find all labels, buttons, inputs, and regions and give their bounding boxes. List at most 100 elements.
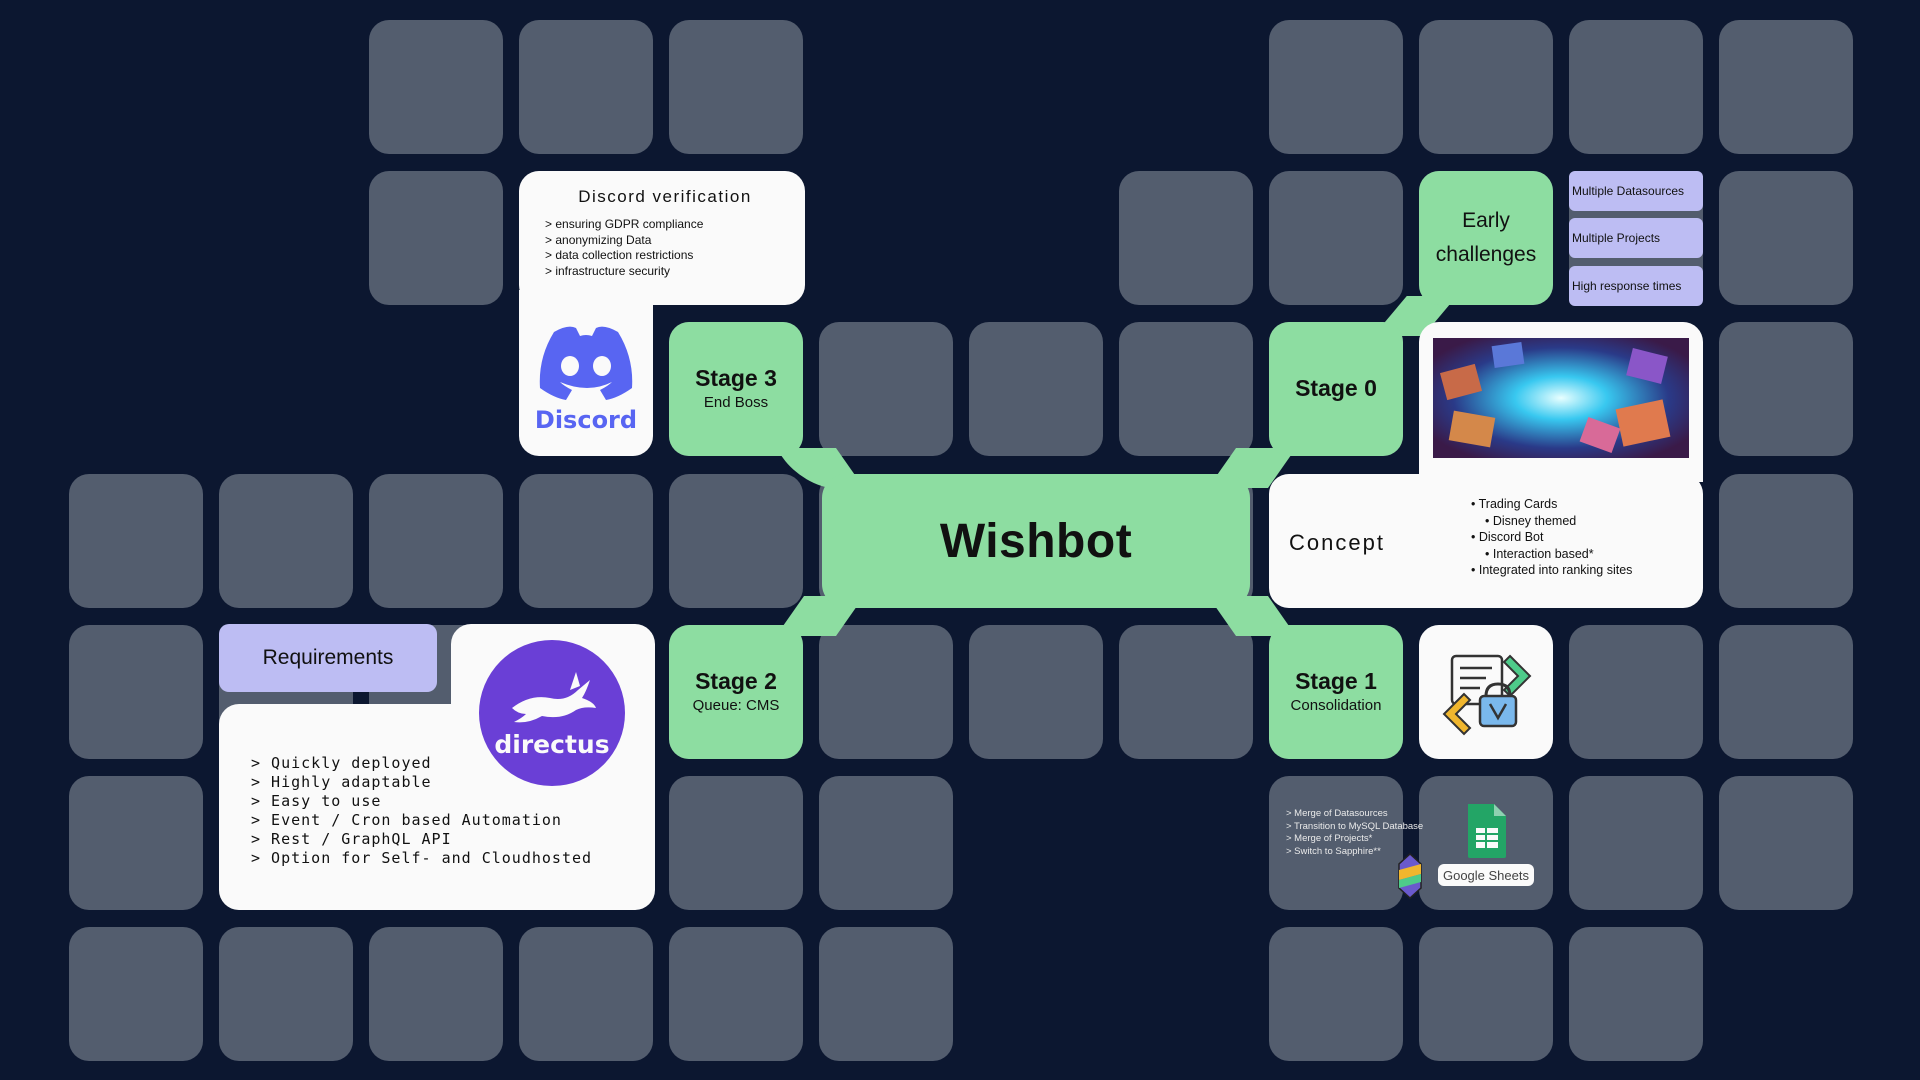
discord-verification-title: Discord verification	[578, 187, 752, 206]
stage2-title: Stage 2	[695, 667, 777, 694]
wishbot-hub: Wishbot	[822, 474, 1250, 608]
google-sheets-icon	[1468, 804, 1506, 858]
grid-tile	[1719, 20, 1853, 154]
grid-tile	[519, 20, 653, 154]
list-item: > Option for Self- and Cloudhosted	[251, 849, 593, 867]
grid-tile	[69, 474, 203, 608]
grid-tile	[1569, 776, 1703, 910]
challenge-item-3: High response times	[1569, 266, 1703, 306]
grid-tile	[1119, 171, 1253, 305]
list-item: > Merge of Datasources	[1286, 808, 1388, 819]
list-item: > Quickly deployed	[251, 754, 432, 772]
grid-tile	[1269, 171, 1403, 305]
grid-tile	[669, 20, 803, 154]
early-challenges-title-line2: challenges	[1435, 243, 1537, 266]
grid-tile	[69, 625, 203, 759]
list-item: • Discord Bot	[1471, 530, 1544, 544]
list-item: > ensuring GDPR compliance	[545, 217, 704, 231]
challenge-item-2: Multiple Projects	[1569, 218, 1703, 258]
grid-tile	[819, 625, 953, 759]
discord-verification-list: > ensuring GDPR compliance > anonymizing…	[545, 217, 785, 279]
requirements-card: > Quickly deployed > Highly adaptable > …	[219, 704, 655, 910]
concept-image-card	[1419, 322, 1703, 482]
grid-tile	[519, 474, 653, 608]
stage3-subtitle: End Boss	[703, 394, 769, 412]
list-item: • Integrated into ranking sites	[1471, 563, 1633, 577]
stage2-card: Stage 2 Queue: CMS	[669, 625, 803, 759]
grid-tile	[1719, 171, 1853, 305]
stage2-subtitle: Queue: CMS	[692, 697, 780, 715]
requirements-title: Requirements	[262, 646, 394, 669]
sapphire-gem-icon	[1398, 852, 1422, 900]
grid-tile	[1419, 20, 1553, 154]
grid-tile	[969, 625, 1103, 759]
grid-tile	[369, 20, 503, 154]
list-item: > Easy to use	[251, 792, 382, 810]
grid-tile	[1569, 625, 1703, 759]
stage3-title: Stage 3	[695, 364, 777, 391]
grid-tile	[219, 927, 353, 1061]
grid-tile	[1569, 927, 1703, 1061]
discord-logo-text: Discord	[534, 406, 638, 434]
stage0-card: Stage 0	[1269, 322, 1403, 456]
grid-tile	[1719, 322, 1853, 456]
list-item: • Disney themed	[1485, 513, 1577, 528]
code-lock-icon	[1442, 654, 1532, 736]
stage1-title: Stage 1	[1295, 667, 1377, 694]
list-item: > Highly adaptable	[251, 773, 432, 791]
challenge-item-1: Multiple Datasources	[1569, 171, 1703, 211]
discord-logo-icon	[539, 326, 633, 400]
grid-tile	[819, 927, 953, 1061]
grid-tile	[519, 927, 653, 1061]
grid-tile	[369, 927, 503, 1061]
directus-logo: directus	[479, 640, 625, 786]
requirements-header: Requirements	[219, 624, 437, 692]
grid-tile	[1719, 625, 1853, 759]
grid-tile	[669, 474, 803, 608]
grid-tile	[1719, 474, 1853, 608]
requirements-list: > Quickly deployed > Highly adaptable > …	[251, 754, 655, 868]
consolidation-notes: > Merge of Datasources > Transition to M…	[1286, 808, 1423, 858]
list-item: > data collection restrictions	[545, 248, 694, 262]
directus-logo-text: directus	[494, 729, 610, 759]
grid-tile	[819, 322, 953, 456]
list-item: • Interaction based*	[1485, 546, 1594, 561]
grid-tile	[69, 927, 203, 1061]
grid-tile	[1719, 776, 1853, 910]
grid-tile	[1269, 776, 1403, 910]
grid-tile	[669, 927, 803, 1061]
grid-tile	[369, 474, 503, 608]
grid-tile	[1269, 927, 1403, 1061]
directus-rabbit-icon	[512, 671, 596, 722]
list-item: > anonymizing Data	[545, 232, 652, 247]
grid-tile	[1419, 927, 1553, 1061]
list-item: > Event / Cron based Automation	[251, 811, 562, 829]
early-challenges-card: Early challenges	[1419, 171, 1553, 305]
stage1-subtitle: Consolidation	[1290, 697, 1382, 715]
google-sheets-label: Google Sheets	[1438, 864, 1534, 886]
discord-verification-card: Discord verification > ensuring GDPR com…	[519, 171, 805, 305]
stage1-card: Stage 1 Consolidation	[1269, 625, 1403, 759]
list-item: > Merge of Projects*	[1286, 833, 1373, 844]
concept-card: Concept • Trading Cards • Disney themed …	[1269, 474, 1703, 608]
directus-logo-card: directus	[451, 624, 655, 786]
grid-tile	[1269, 20, 1403, 154]
grid-tile	[219, 474, 353, 608]
grid-tile	[669, 776, 803, 910]
grid-tile	[1569, 20, 1703, 154]
grid-tile	[819, 776, 953, 910]
discord-logo-card: Discord	[519, 290, 653, 456]
grid-tile	[969, 322, 1103, 456]
grid-tile	[1119, 625, 1253, 759]
consolidation-icon-card	[1419, 625, 1553, 759]
stage0-title: Stage 0	[1295, 375, 1377, 402]
stage3-card: Stage 3 End Boss	[669, 322, 803, 456]
early-challenges-title-line1: Early	[1462, 209, 1510, 232]
concept-list: • Trading Cards • Disney themed • Discor…	[1471, 496, 1632, 579]
trading-cards-burst-image	[1433, 338, 1689, 458]
grid-tile	[369, 171, 503, 305]
grid-tile	[69, 776, 203, 910]
hub-title: Wishbot	[939, 514, 1133, 568]
list-item: • Trading Cards	[1471, 497, 1558, 511]
